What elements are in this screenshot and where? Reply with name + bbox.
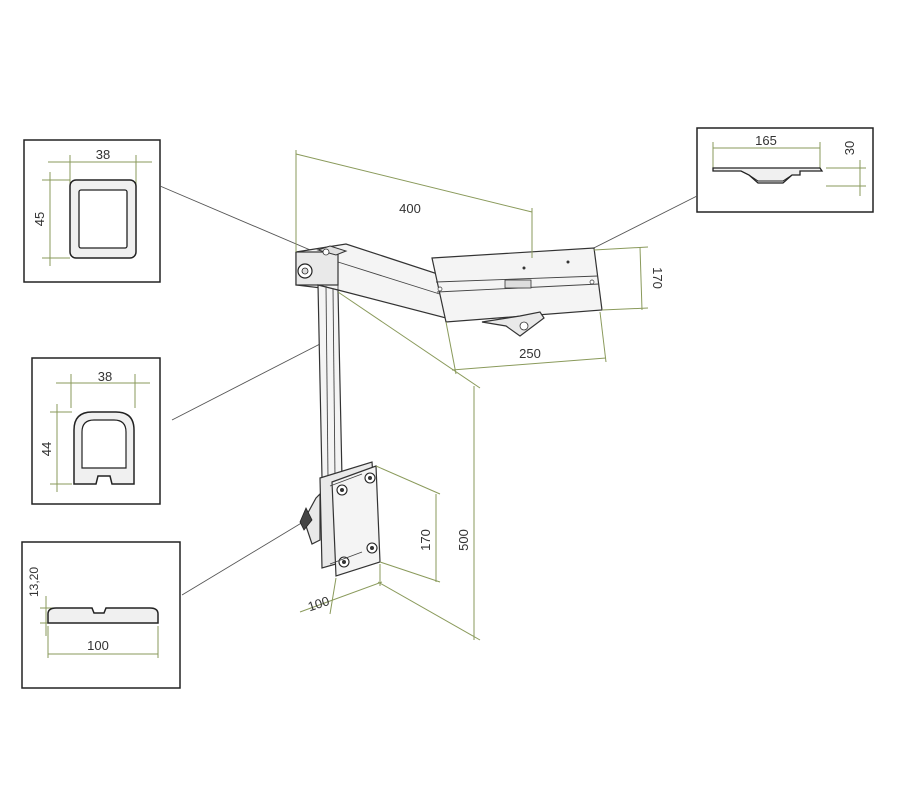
base-profile-width-label: 100: [87, 638, 109, 653]
square-tube-height-label: 45: [32, 212, 47, 226]
bolt-icon: [336, 472, 378, 568]
plate-bracket: [481, 311, 545, 337]
detail-rounded-profile: 38 44: [31, 357, 161, 505]
detail-square-tube: 38 45: [23, 139, 161, 283]
base-profile-height-label: 13,20: [27, 567, 41, 597]
mount-assembly: [295, 243, 603, 577]
dim-arm-length: 400: [399, 201, 421, 216]
rounded-profile-height-label: 44: [39, 442, 54, 456]
vertical-post: [317, 284, 343, 479]
base-profile-shape: [47, 607, 159, 624]
rounded-profile-width-label: 38: [98, 369, 112, 384]
dim-plate-width: 170: [650, 267, 665, 289]
main-dimensions: 400 250 170 500 170 100: [295, 150, 665, 641]
top-plate-shape: [712, 167, 824, 184]
detail-top-plate-profile: 165 30: [696, 127, 874, 213]
detail-base-profile: 13,20 100: [21, 541, 181, 689]
dim-plate-depth: 250: [519, 346, 541, 361]
top-plate-width-label: 165: [755, 133, 777, 148]
square-tube-width-label: 38: [96, 147, 110, 162]
top-plate-height-label: 30: [842, 141, 857, 155]
leader-lines: [159, 185, 698, 596]
dim-vertical-height: 500: [456, 529, 471, 551]
dim-clamp-height: 170: [418, 529, 433, 551]
dim-clamp-width: 100: [306, 593, 331, 614]
